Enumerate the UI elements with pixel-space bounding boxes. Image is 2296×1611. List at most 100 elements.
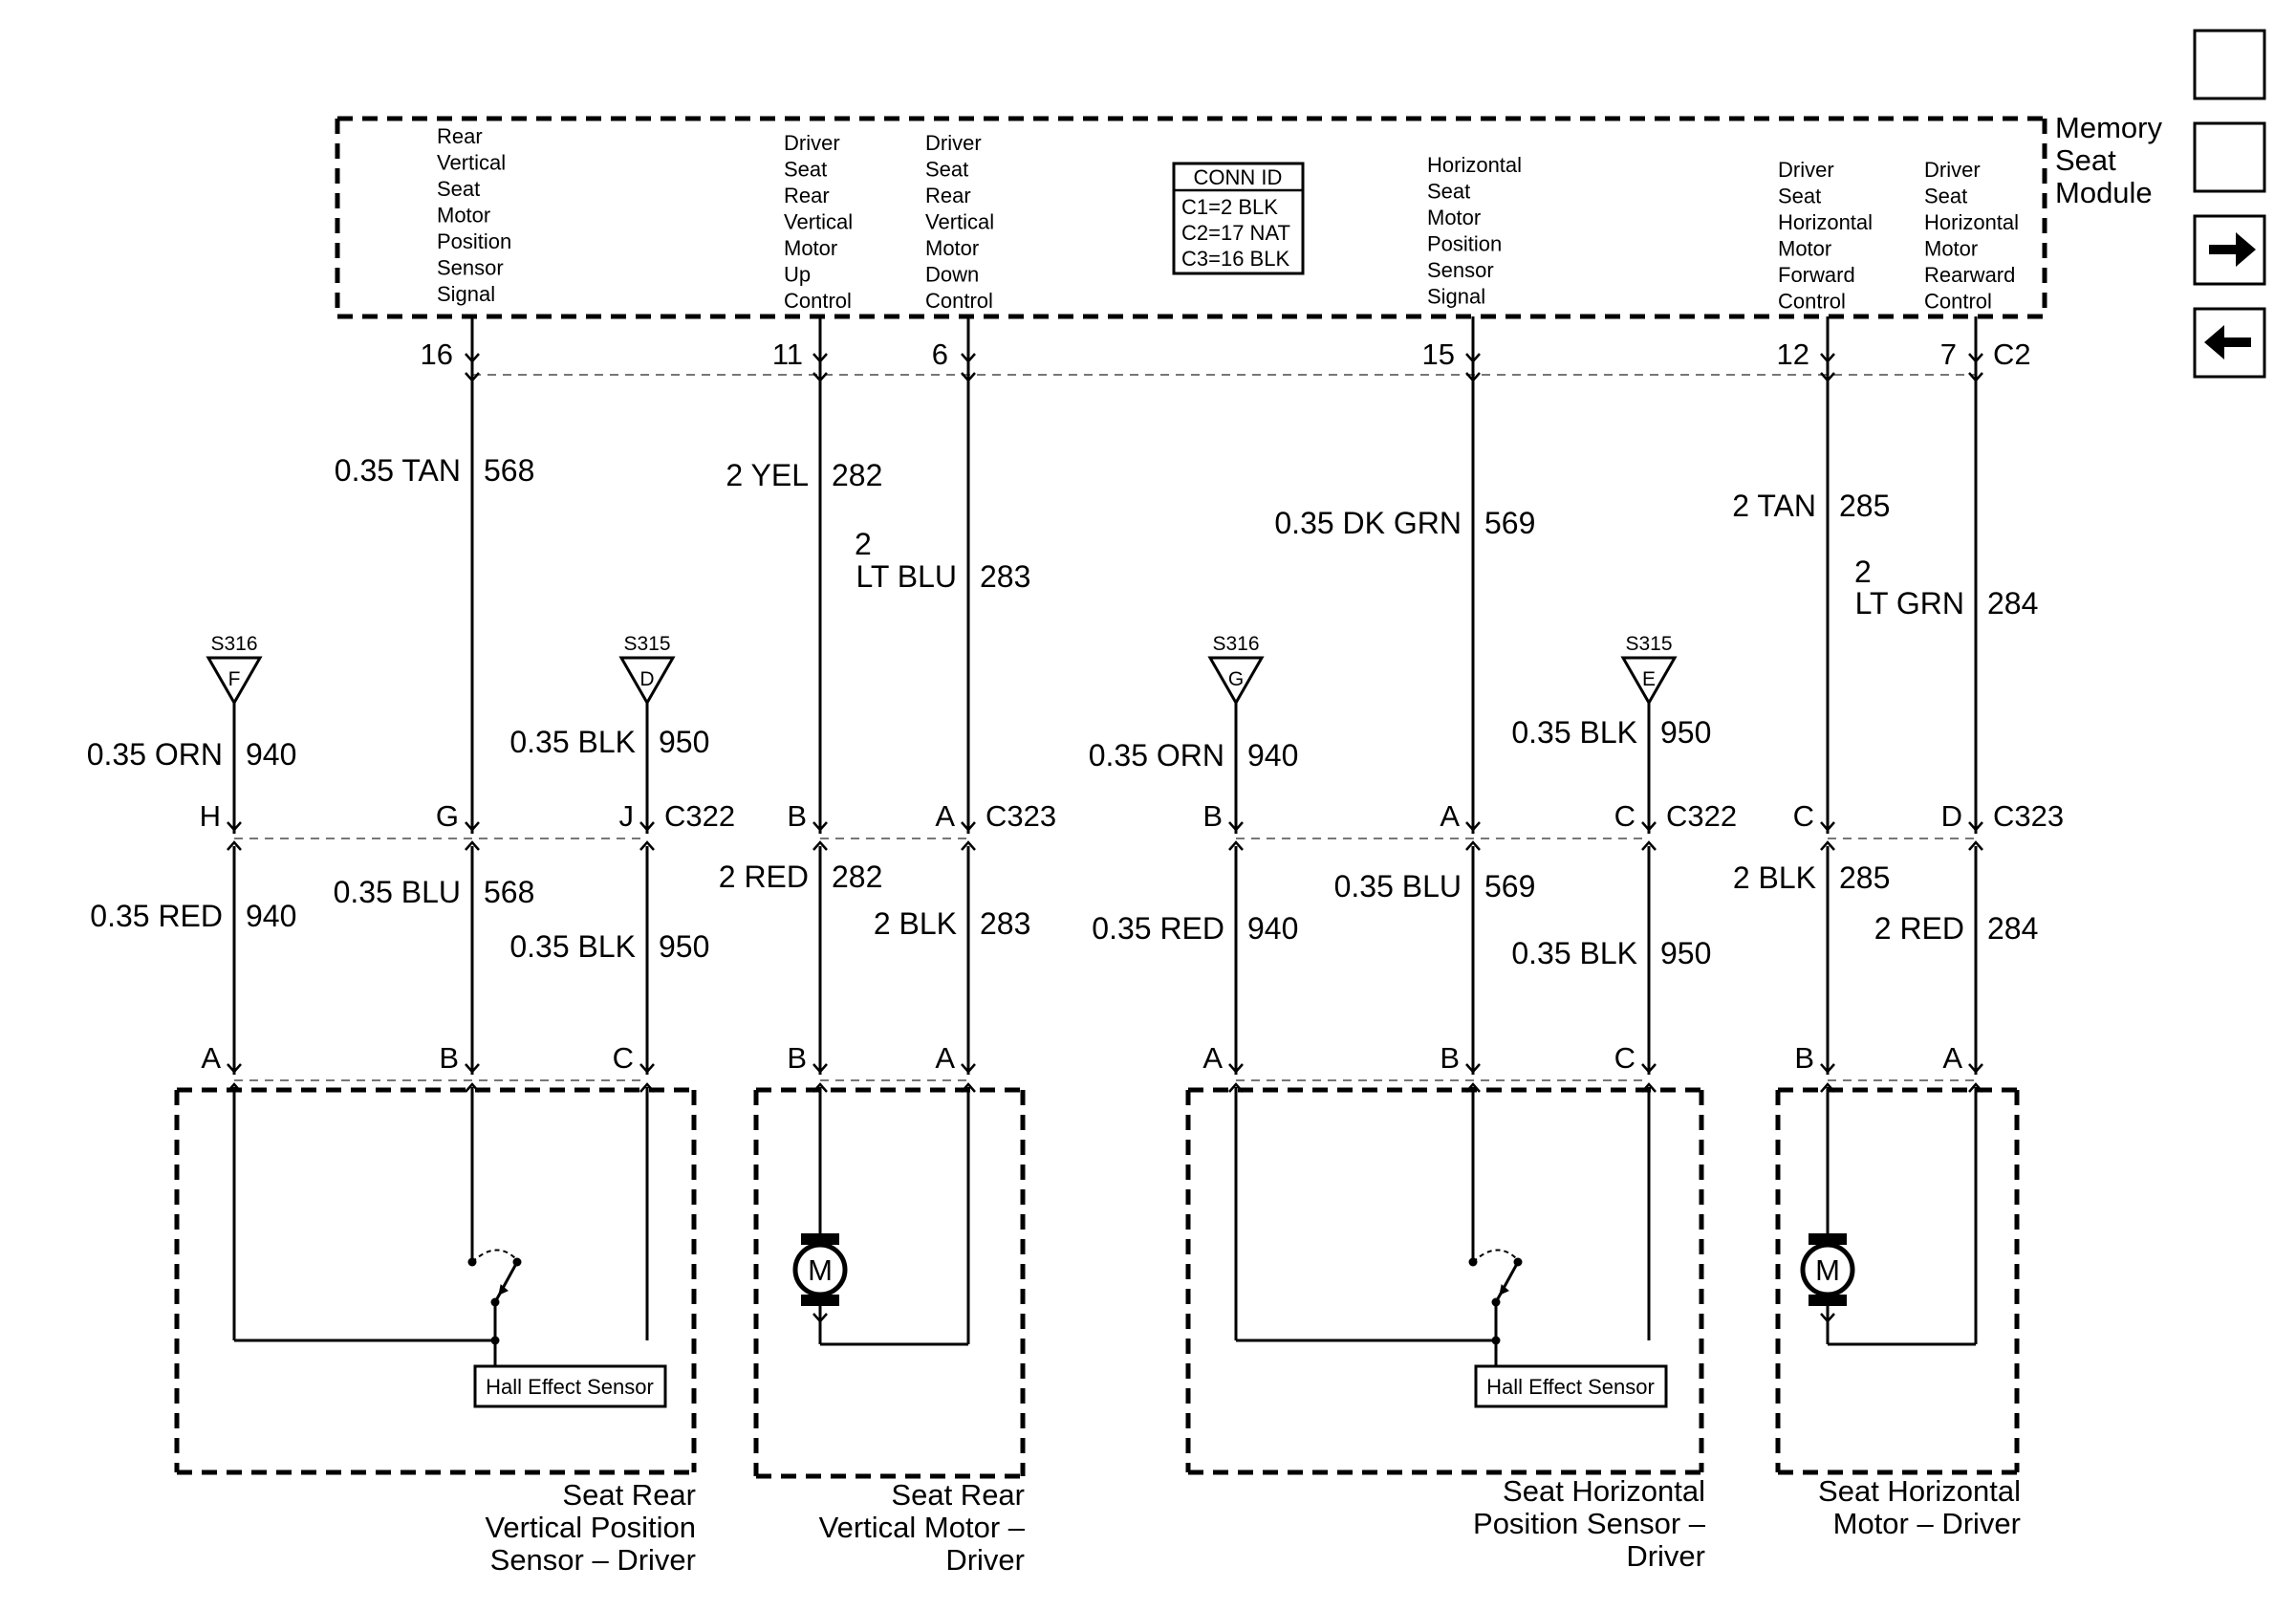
conn-id-line: C1=2 BLK [1181,195,1278,219]
connector-pin-letter: G [436,799,459,833]
terminal-label: Forward [1778,263,1855,287]
wire-color-label: 0.35 TAN [335,453,461,488]
splice-id: S316 [1212,633,1259,655]
conn-id-box [1172,162,1305,275]
terminal-chevron [1968,372,1983,382]
nav-layer [2193,29,2266,379]
terminal-chevron-bottom [227,840,242,851]
component-pin-letter: A [1942,1041,1962,1075]
terminal-label: Seat [437,177,480,201]
wire-circuit-label: 950 [659,725,709,759]
terminal-label: Motor [925,236,979,260]
terminal-chevron [812,353,828,363]
wire-color-label: 2 BLK [1733,860,1816,895]
component-pin-letter: A [201,1041,221,1075]
terminal-chevron-bottom [1820,840,1835,851]
terminal-label: Signal [437,282,495,306]
motor-brush-bottom [1809,1295,1847,1306]
terminal-label: Vertical [784,210,853,234]
hall-switch-arrow [498,1284,509,1295]
terminal-chevron-top [961,1063,976,1074]
terminal-label: Control [784,289,852,313]
wire-circuit-label: 282 [832,860,882,894]
terminal-label: Motor [1924,237,1978,261]
terminal-chevron-top [1820,1063,1835,1074]
wire-color-label: 2 RED [1874,911,1964,946]
module-pin-number: 12 [1777,337,1809,371]
terminal-label: Horizontal [1427,153,1522,177]
splice-triangle [206,656,263,707]
terminal-label: Control [1924,290,1992,314]
module-pin-number: 15 [1422,337,1455,371]
connector-pin-letter: D [1941,799,1962,833]
connector-pin-letter: A [935,799,955,833]
module-name: Memory [2055,111,2162,144]
component-caption: Sensor – Driver [490,1543,696,1577]
wire-color-label: 2 [1854,555,1872,589]
terminal-chevron [1465,353,1481,363]
terminal-label: Rear [925,184,971,207]
wire-circuit-label: 940 [1247,911,1298,946]
connector-pin-letter: C [1614,799,1635,833]
component-caption: Vertical Motor – [819,1511,1026,1544]
hall-switch-arrow [1499,1284,1509,1295]
motor-brush-top [801,1233,839,1245]
component-pin-letter: A [935,1041,955,1075]
component-caption: Seat Horizontal [1818,1474,2021,1508]
terminal-chevron [961,372,976,382]
component-caption: Seat Rear [891,1478,1025,1512]
module-name: Module [2055,176,2153,209]
component-pin-letter: C [1614,1041,1635,1075]
wire-circuit-label: 940 [1247,738,1298,773]
component-pin-letter: A [1202,1041,1223,1075]
terminal-chevron-top [1641,821,1657,832]
hall-switch-arm [1494,1261,1520,1303]
terminal-label: Vertical [437,151,506,175]
terminal-label: Seat [925,158,968,182]
terminal-label: Driver [1924,158,1981,182]
wires-layer [174,116,2047,1479]
splice-triangle [618,656,676,707]
wire-color-label: 0.35 BLK [1511,715,1637,750]
terminal-chevron-top [961,821,976,832]
splice-id: S315 [1625,633,1672,655]
loc-button[interactable] [2193,29,2266,100]
connector-pin-letter: A [1440,799,1460,833]
splice-pin: E [1642,668,1656,690]
splice-id: S315 [623,633,670,655]
terminal-label: Seat [1427,180,1470,204]
wire-circuit-label: 282 [832,458,882,492]
junction-dot [1491,1297,1501,1307]
wire-color-label: LT GRN [1855,586,1964,620]
terminal-label: Driver [925,131,982,155]
splice-id: S316 [210,633,257,655]
motor-letter: M [1815,1253,1840,1287]
terminal-chevron [1968,353,1983,363]
terminal-chevron [1465,372,1481,382]
splice-triangle [1620,656,1678,707]
wire-circuit-label: 283 [980,559,1030,594]
wire-circuit-label: 285 [1839,860,1890,895]
splice-pin: D [639,668,654,690]
splice-pin: F [228,668,241,690]
wire-circuit-label: 940 [246,899,296,933]
terminal-chevron-bottom [1228,840,1244,851]
wire-color-label: 0.35 BLK [509,725,636,759]
terminal-chevron [465,372,480,382]
wire-circuit-label: 950 [659,929,709,964]
terminal-chevron-bottom [1465,840,1481,851]
wire-color-label: 0.35 BLU [334,875,461,909]
desc-button[interactable] [2193,121,2266,193]
wire-color-label: 2 TAN [1732,489,1816,523]
terminal-chevron-top [1641,1063,1657,1074]
terminal-label: Position [437,229,511,253]
wire-circuit-label: 284 [1987,911,2038,946]
wire-color-label: LT BLU [856,559,957,594]
component-caption: Driver [1626,1539,1705,1573]
module-name: Seat [2055,143,2116,177]
arrow-left-icon [2204,325,2251,359]
terminal-chevron-bottom [812,840,828,851]
wire-color-label: 0.35 BLK [1511,936,1637,970]
junction-dot [490,1336,500,1345]
wire-color-label: 2 YEL [726,458,809,492]
